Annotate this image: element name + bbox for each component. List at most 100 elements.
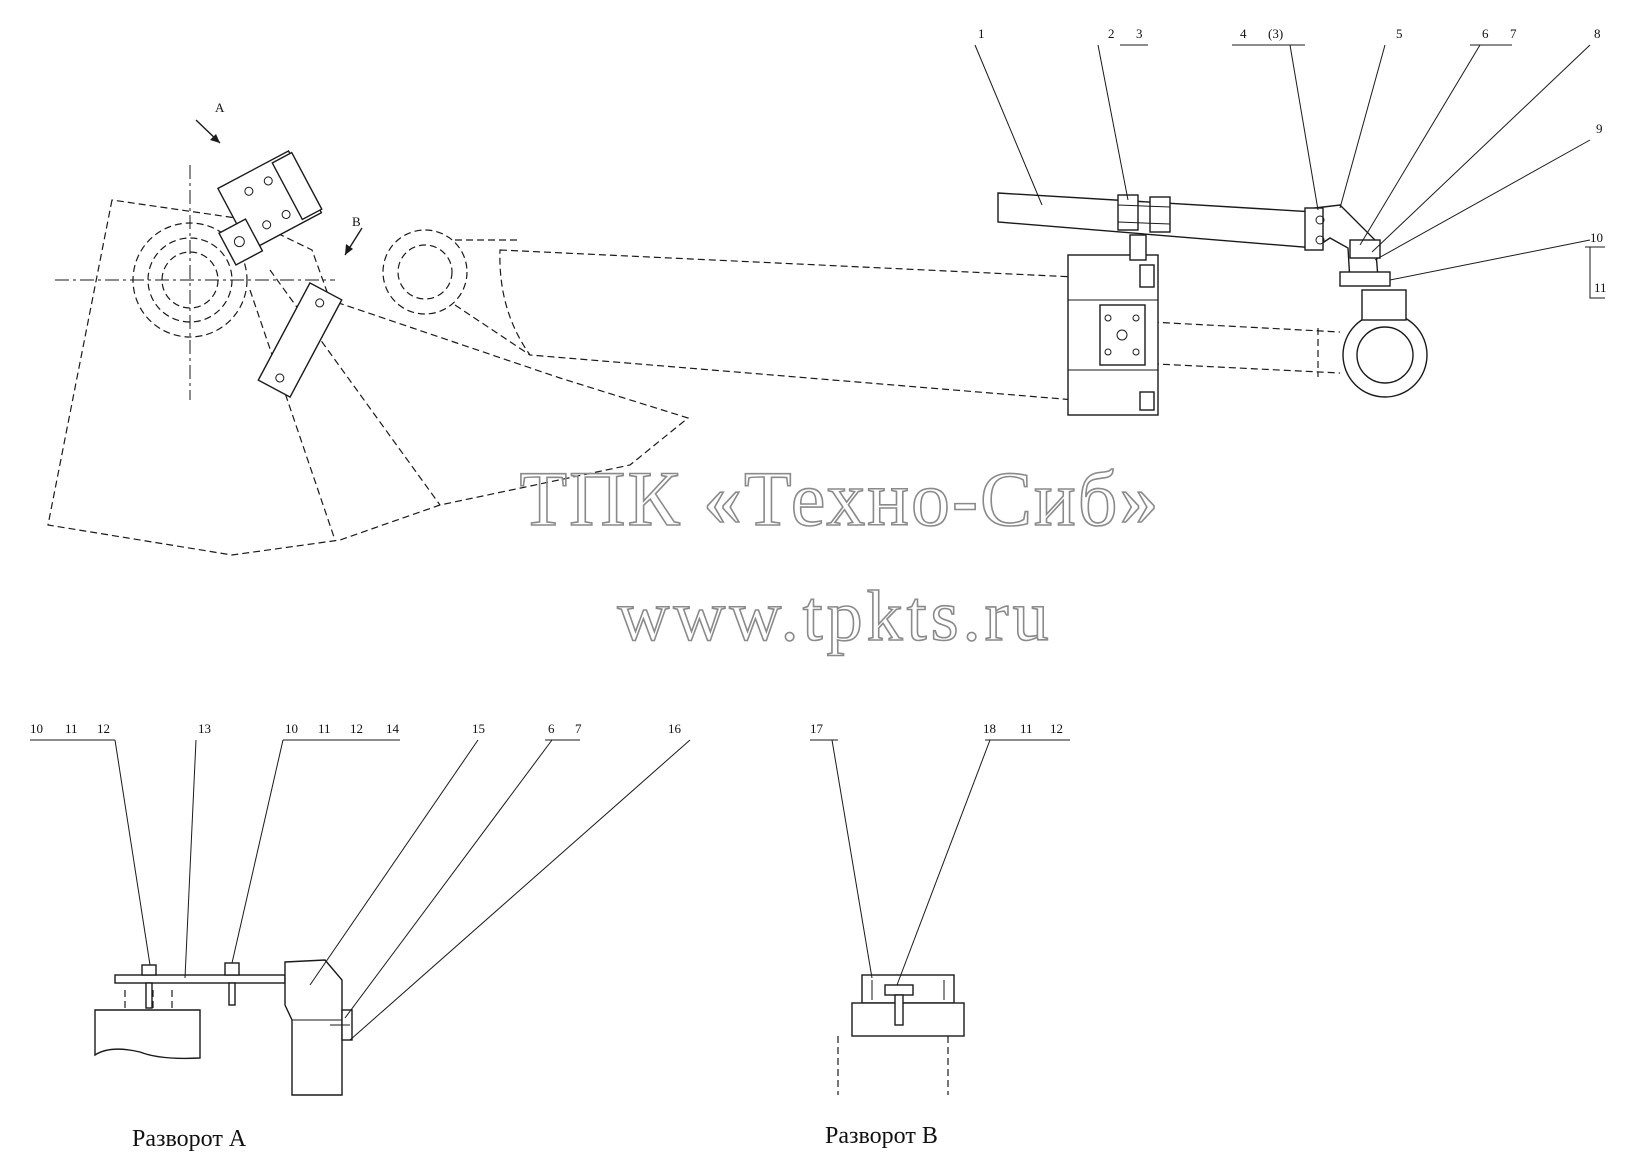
view-a-label-11b: 11 (318, 721, 331, 736)
view-mark-b: B (352, 214, 361, 229)
view-a-bolt (145, 982, 153, 1009)
head-block-nut-2 (1139, 391, 1155, 411)
leader-11 (1589, 247, 1605, 299)
label-2: 2 (1108, 26, 1115, 41)
view-a-label-10b: 10 (285, 721, 298, 736)
view-b-sensor (861, 974, 955, 1004)
view-a-leader-13 (184, 739, 197, 979)
head-block-nut (1139, 264, 1155, 288)
rod-eye-inner (1356, 326, 1414, 384)
view-b-label-12: 12 (1050, 721, 1063, 736)
label-3-ref: (3) (1268, 26, 1283, 41)
mounting-plate (257, 282, 343, 398)
view-b-nut (884, 984, 914, 996)
bolt (315, 298, 325, 308)
target-plate (1339, 271, 1391, 287)
view-b-base (851, 1002, 965, 1037)
view-a-strip (114, 974, 286, 984)
view-a-nut-2 (224, 962, 240, 976)
cylinder-rear-eye-inner (397, 244, 453, 300)
view-a-leader-12 (114, 739, 151, 966)
view-b-bolt (894, 994, 904, 1026)
view-a-bracket (284, 959, 343, 1096)
view-a-leader-16 (349, 739, 691, 1041)
view-a-label-15: 15 (472, 721, 485, 736)
bracket-bolt-block (1349, 239, 1381, 259)
view-b-label-11: 11 (1020, 721, 1033, 736)
bolt (1104, 314, 1112, 322)
bolt (1315, 235, 1325, 245)
leader-2 (1097, 44, 1129, 201)
clamp-right (1149, 196, 1171, 233)
label-3: 3 (1136, 26, 1143, 41)
bracket-plate (1304, 207, 1324, 251)
clamp-line-2 (1117, 221, 1171, 225)
leader-9 (1374, 139, 1591, 261)
view-a-bolt-2 (228, 982, 236, 1006)
view-b-leader-18 (896, 739, 991, 986)
view-b-leader-17 (831, 739, 873, 979)
watermark-company: ТПК «Техно-Сиб» (520, 455, 1161, 542)
cylinder-rear-eye-outer (382, 229, 468, 315)
view-b-label-18: 18 (983, 721, 996, 736)
label-1: 1 (978, 26, 985, 41)
bolt (244, 186, 254, 196)
label-9: 9 (1596, 121, 1603, 136)
frame-inner-line (249, 289, 336, 541)
view-a-label-10: 10 (30, 721, 43, 736)
view-b: 17 18 11 12 Разворот В (810, 721, 1070, 1149)
view-a-label-6: 6 (548, 721, 555, 736)
view-a-label-14: 14 (386, 721, 400, 736)
label-6: 6 (1482, 26, 1489, 41)
head-block-flange (1099, 304, 1146, 366)
main-assembly-view: 1 2 3 4 (3) 5 6 7 8 9 10 11 A B (47, 26, 1607, 556)
view-b-arrow-head (345, 244, 353, 255)
view-a: 10 11 12 13 10 11 12 14 15 6 7 16 Развор… (30, 721, 691, 1152)
view-b-caption: Разворот В (825, 1123, 938, 1149)
watermark: ТПК «Техно-Сиб» www.tpkts.ru (519, 454, 1161, 657)
view-a-nut (141, 964, 157, 976)
view-a-label-11: 11 (65, 721, 78, 736)
view-a-caption: Разворот А (132, 1126, 247, 1152)
bolt (263, 176, 273, 186)
cylinder-link-line-2 (454, 304, 531, 356)
bolt (1132, 348, 1140, 356)
view-mark-a: A (215, 100, 225, 115)
cylinder-barrel (499, 249, 1076, 401)
support-post (1129, 234, 1147, 261)
label-10: 10 (1590, 230, 1603, 245)
view-a-label-12: 12 (97, 721, 110, 736)
leader-6 (1359, 44, 1481, 246)
bolt (262, 220, 272, 230)
mounting-plate-body (257, 282, 343, 398)
view-a-leader-15 (309, 739, 479, 986)
watermark-url: www.tpkts.ru (617, 576, 1052, 656)
sensor-block (216, 149, 323, 266)
view-a-leader-6 (344, 739, 553, 1019)
leader-1 (974, 44, 1043, 206)
view-a-label-7: 7 (575, 721, 582, 736)
sensor-block-foot (218, 218, 264, 266)
bolt (1132, 314, 1140, 322)
clamp-left (1117, 194, 1139, 231)
label-11: 11 (1594, 280, 1607, 295)
label-5: 5 (1396, 26, 1403, 41)
rod-eye-neck (1361, 289, 1407, 321)
frame-outline (47, 199, 690, 556)
bolt (281, 209, 291, 219)
bolt (275, 373, 285, 383)
leader-4 (1289, 44, 1319, 211)
view-b-label-17: 17 (810, 721, 824, 736)
view-a-label-16: 16 (668, 721, 682, 736)
view-a-arrow-head (210, 134, 220, 143)
label-8: 8 (1594, 26, 1601, 41)
leader-8 (1371, 44, 1591, 253)
view-a-leader-10 (231, 739, 284, 964)
label-7: 7 (1510, 26, 1517, 41)
bolt (233, 236, 245, 248)
bolt (1315, 215, 1325, 225)
bolt (1116, 329, 1128, 341)
bolt (1104, 348, 1112, 356)
view-a-base (94, 1009, 201, 1060)
